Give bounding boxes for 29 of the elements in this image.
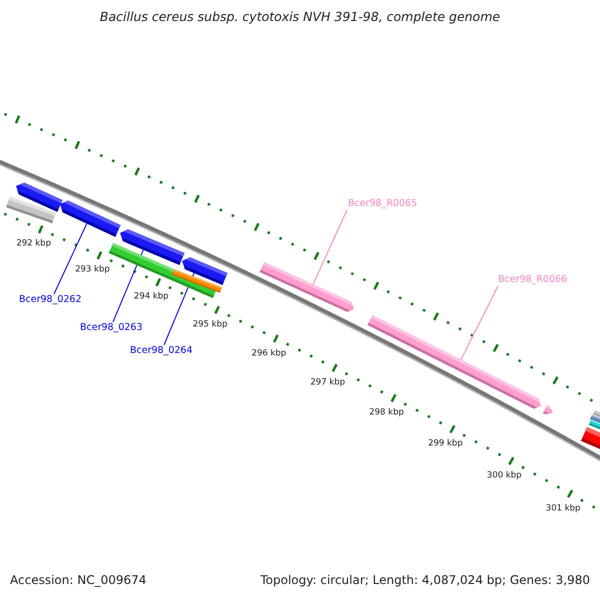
gene-label: Bcer98_0263 [80,323,143,334]
scale-label: 295 kbp [192,320,228,330]
gene-feature-bar [368,315,541,409]
scale-label: 296 kbp [252,348,286,358]
leader-line [164,272,195,346]
scale-label: 300 kbp [486,471,522,481]
genome-summary: Topology: circular; Length: 4,087,024 bp; Genes: 3,980 [260,574,590,588]
gene-label: Bcer98_0262 [19,295,82,306]
scale-label: 297 kbp [310,378,346,388]
leader-line [312,210,348,285]
gene-label: Bcer98_R0066 [498,275,568,286]
accession-text: Accession: NC_009674 [10,574,146,588]
gene-feature-bar [60,200,121,237]
scale-label: 299 kbp [428,439,463,449]
gene-feature-bar [182,257,228,285]
scale-label: 292 kbp [16,240,51,250]
gene-label: Bcer98_0264 [130,346,193,356]
gene-feature-bar [260,262,354,312]
gene-feature-bar [543,405,553,414]
title: Bacillus cereus subsp. cytotoxis NVH 391-98, complete genome [100,10,500,24]
leader-line [460,286,498,360]
gene-label: Bcer98_R0065 [348,199,418,210]
scale-label: 298 kbp [369,408,404,418]
gene-feature-bar [120,229,184,265]
leader-line [54,223,88,294]
scale-label: 293 kbp [75,266,110,276]
scale-label: 301 kbp [546,504,580,514]
gene-feature-bar [6,196,56,224]
scale-label: 294 kbp [134,292,169,302]
